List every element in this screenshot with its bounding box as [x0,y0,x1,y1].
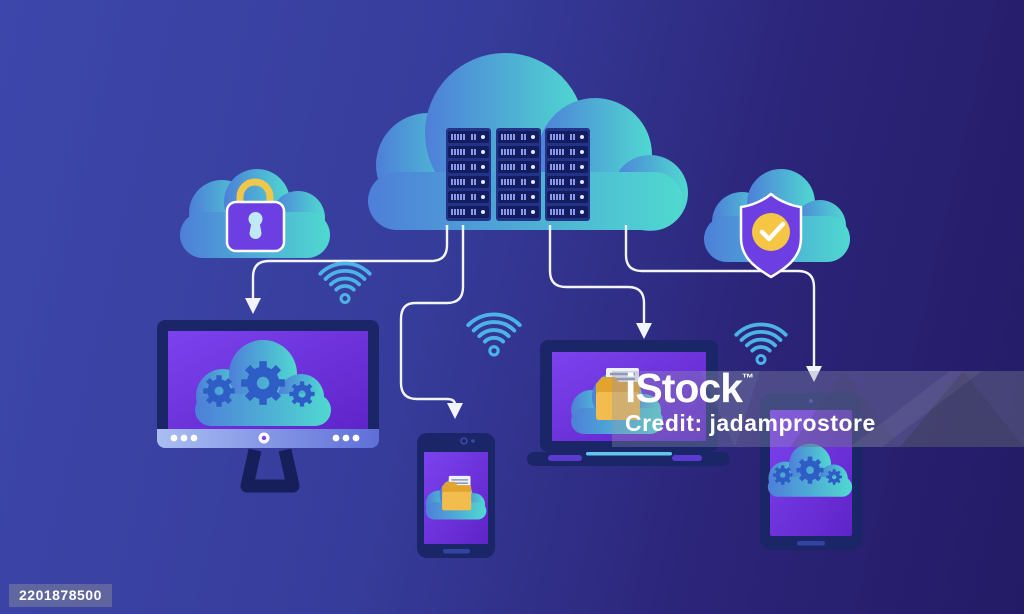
watermark-facets [700,371,1024,447]
watermark-credit: Credit: jadamprostore [625,410,876,436]
tablet-icon [760,393,862,550]
watermark: iStock™ Credit: jadamprostore [625,368,876,437]
watermark-band [612,371,1024,447]
wifi-icon [318,261,372,305]
wifi-icon [734,322,788,366]
desktop-monitor-icon [157,320,379,493]
image-id-badge: 2201878500 [9,584,112,607]
shield-check-cloud-icon [704,169,850,279]
keyhole-icon [248,212,263,240]
wifi-icon [466,312,522,357]
padlock-cloud-icon [180,169,330,258]
watermark-brand: iStock™ [625,365,755,411]
laptop-icon [527,340,730,466]
cloud-server-icon [368,53,688,231]
trademark-symbol: ™ [742,371,755,385]
arrow-connector-icon [245,225,822,419]
smartphone-icon [417,433,495,558]
server-rack-icon [446,128,590,221]
